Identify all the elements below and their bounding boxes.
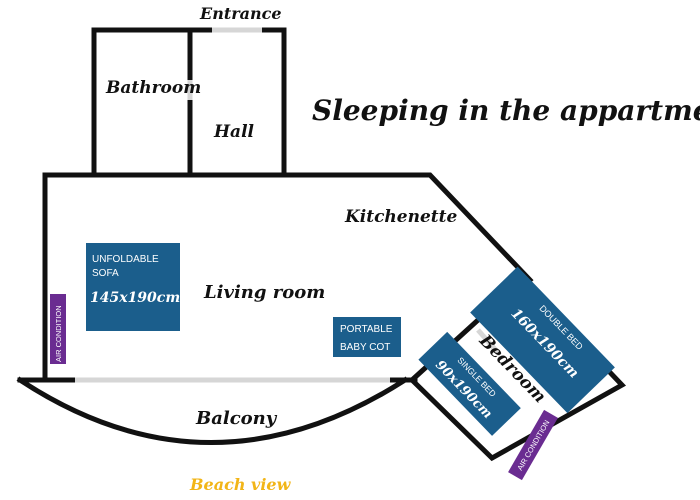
baby-cot-line1: PORTABLE [340,324,393,335]
living-room-walls [42,172,534,383]
baby-cot-line2: BABY COT [340,342,390,353]
single-bed-box [418,331,521,436]
balcony-label: Balcony [195,408,278,429]
bedroom-door [476,328,502,357]
air-condition-bedroom-label: AIR CONDITION [515,418,551,472]
entrance-label: Entrance [199,4,282,23]
hall-label: Hall [213,122,255,142]
kitchenette-label: Kitchenette [344,207,457,227]
air-condition-bedroom [508,409,558,481]
sofa-box [86,243,180,331]
bedroom-contents: DOUBLE BED 160x190cm Bedroom SINGLE BED … [418,266,615,436]
sofa-label-line1: UNFOLDABLE [92,254,159,265]
bathroom-label: Bathroom [105,78,201,98]
baby-cot-box [333,317,401,357]
sofa-size: 145x190cm [90,290,180,306]
living-room-label: Living room [203,282,325,303]
balcony-edge [16,376,409,445]
beach-view-label: Beach view [189,475,292,494]
sofa-label-line2: SOFA [92,268,119,279]
double-bed-box [470,266,615,414]
air-condition-living [50,294,66,364]
hall-walls [187,27,287,178]
bathroom-walls [91,27,193,178]
page-title: Sleeping in the appartment [312,94,700,127]
air-condition-living-label: AIR CONDITION [54,305,63,362]
